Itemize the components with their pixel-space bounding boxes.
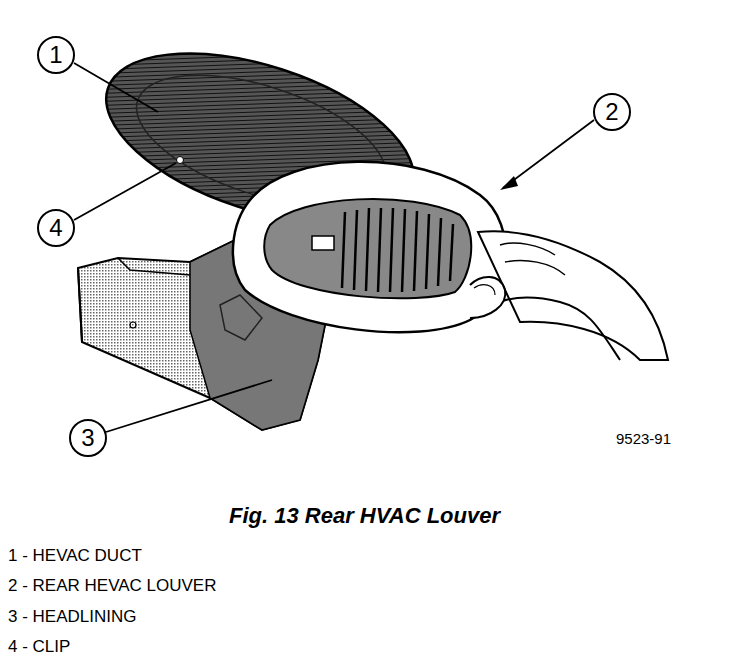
key-entry: 2 - REAR HEVAC LOUVER <box>8 576 216 596</box>
callout-circle: 4 <box>37 209 75 247</box>
figure-caption: Fig. 13 Rear HVAC Louver <box>229 503 500 529</box>
key-entry: 3 - HEADLINING <box>8 607 136 627</box>
callout-number: 2 <box>605 100 618 124</box>
key-entry: 4 - CLIP <box>8 637 70 657</box>
callout-circle: 2 <box>593 93 631 131</box>
callout-circle: 3 <box>69 419 107 457</box>
callout-number: 3 <box>81 426 94 450</box>
callout-number: 4 <box>49 216 62 240</box>
key-entry: 1 - HEVAC DUCT <box>8 546 142 566</box>
callout-circle: 1 <box>37 36 75 74</box>
figure-number: 9523-91 <box>616 430 671 447</box>
callout-number: 1 <box>49 43 62 67</box>
